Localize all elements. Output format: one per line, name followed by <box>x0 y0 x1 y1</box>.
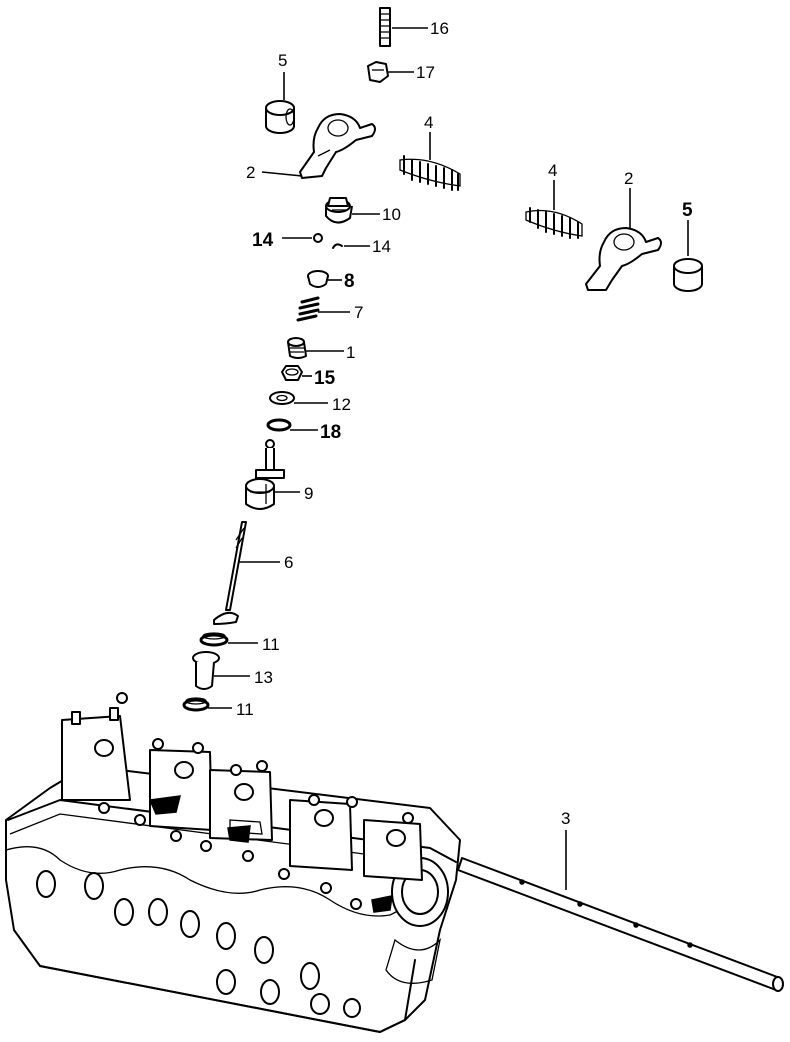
part-16-stud <box>379 7 391 47</box>
part-4-spring-left <box>399 155 461 191</box>
callout-1: 1 <box>346 343 355 362</box>
callout-6: 6 <box>284 553 293 572</box>
part-13-guide <box>192 651 220 690</box>
part-11-spring-lower <box>182 697 210 712</box>
part-14-clip-left <box>313 233 323 243</box>
callout-4-right: 4 <box>548 161 557 180</box>
callout-18: 18 <box>320 422 341 443</box>
part-9-holder <box>245 439 285 510</box>
callout-4-left: 4 <box>424 113 433 132</box>
callout-13: 13 <box>254 668 273 687</box>
part-5-collar-left <box>265 100 295 134</box>
part-15-nut <box>281 365 303 381</box>
part-4-spring-right <box>525 207 583 239</box>
leader-lines <box>208 27 689 890</box>
callout-11-lower: 11 <box>236 700 254 719</box>
part-7-spring <box>296 296 320 322</box>
part-12-washer <box>269 391 295 405</box>
part-2-rocker-arm-right <box>585 227 662 291</box>
callout-5-right: 5 <box>682 200 693 221</box>
part-3-rocker-shaft <box>457 857 784 992</box>
part-5-collar-right <box>673 258 703 292</box>
callout-14-right: 14 <box>372 237 391 256</box>
callout-8: 8 <box>344 271 355 292</box>
callout-15: 15 <box>314 368 336 389</box>
part-17-nut <box>367 61 389 83</box>
callout-5-left: 5 <box>278 51 287 70</box>
part-6-valve <box>213 521 247 625</box>
callout-14-left: 14 <box>252 230 274 251</box>
part-11-spring-upper <box>199 632 229 647</box>
callout-3: 3 <box>561 809 570 828</box>
callout-17: 17 <box>416 63 435 82</box>
callout-9: 9 <box>304 484 313 503</box>
cylinder-head <box>5 692 461 1033</box>
part-2-rocker-arm-left <box>299 113 376 179</box>
callout-12: 12 <box>332 395 351 414</box>
callout-2-left: 2 <box>246 163 255 182</box>
part-18-o-ring <box>266 418 292 432</box>
part-8-retainer <box>307 270 329 288</box>
part-14-clip-right <box>332 243 343 249</box>
callout-11-upper: 11 <box>262 635 280 654</box>
callout-10: 10 <box>382 205 401 224</box>
callout-16: 16 <box>430 19 449 38</box>
callout-7: 7 <box>354 303 363 322</box>
part-1-valve-piece <box>287 337 307 359</box>
callout-2-right: 2 <box>624 169 633 188</box>
callout-labels: 16 17 5 4 2 10 14 14 8 7 1 15 12 18 9 6 … <box>236 19 693 828</box>
part-10-cap <box>325 197 353 224</box>
